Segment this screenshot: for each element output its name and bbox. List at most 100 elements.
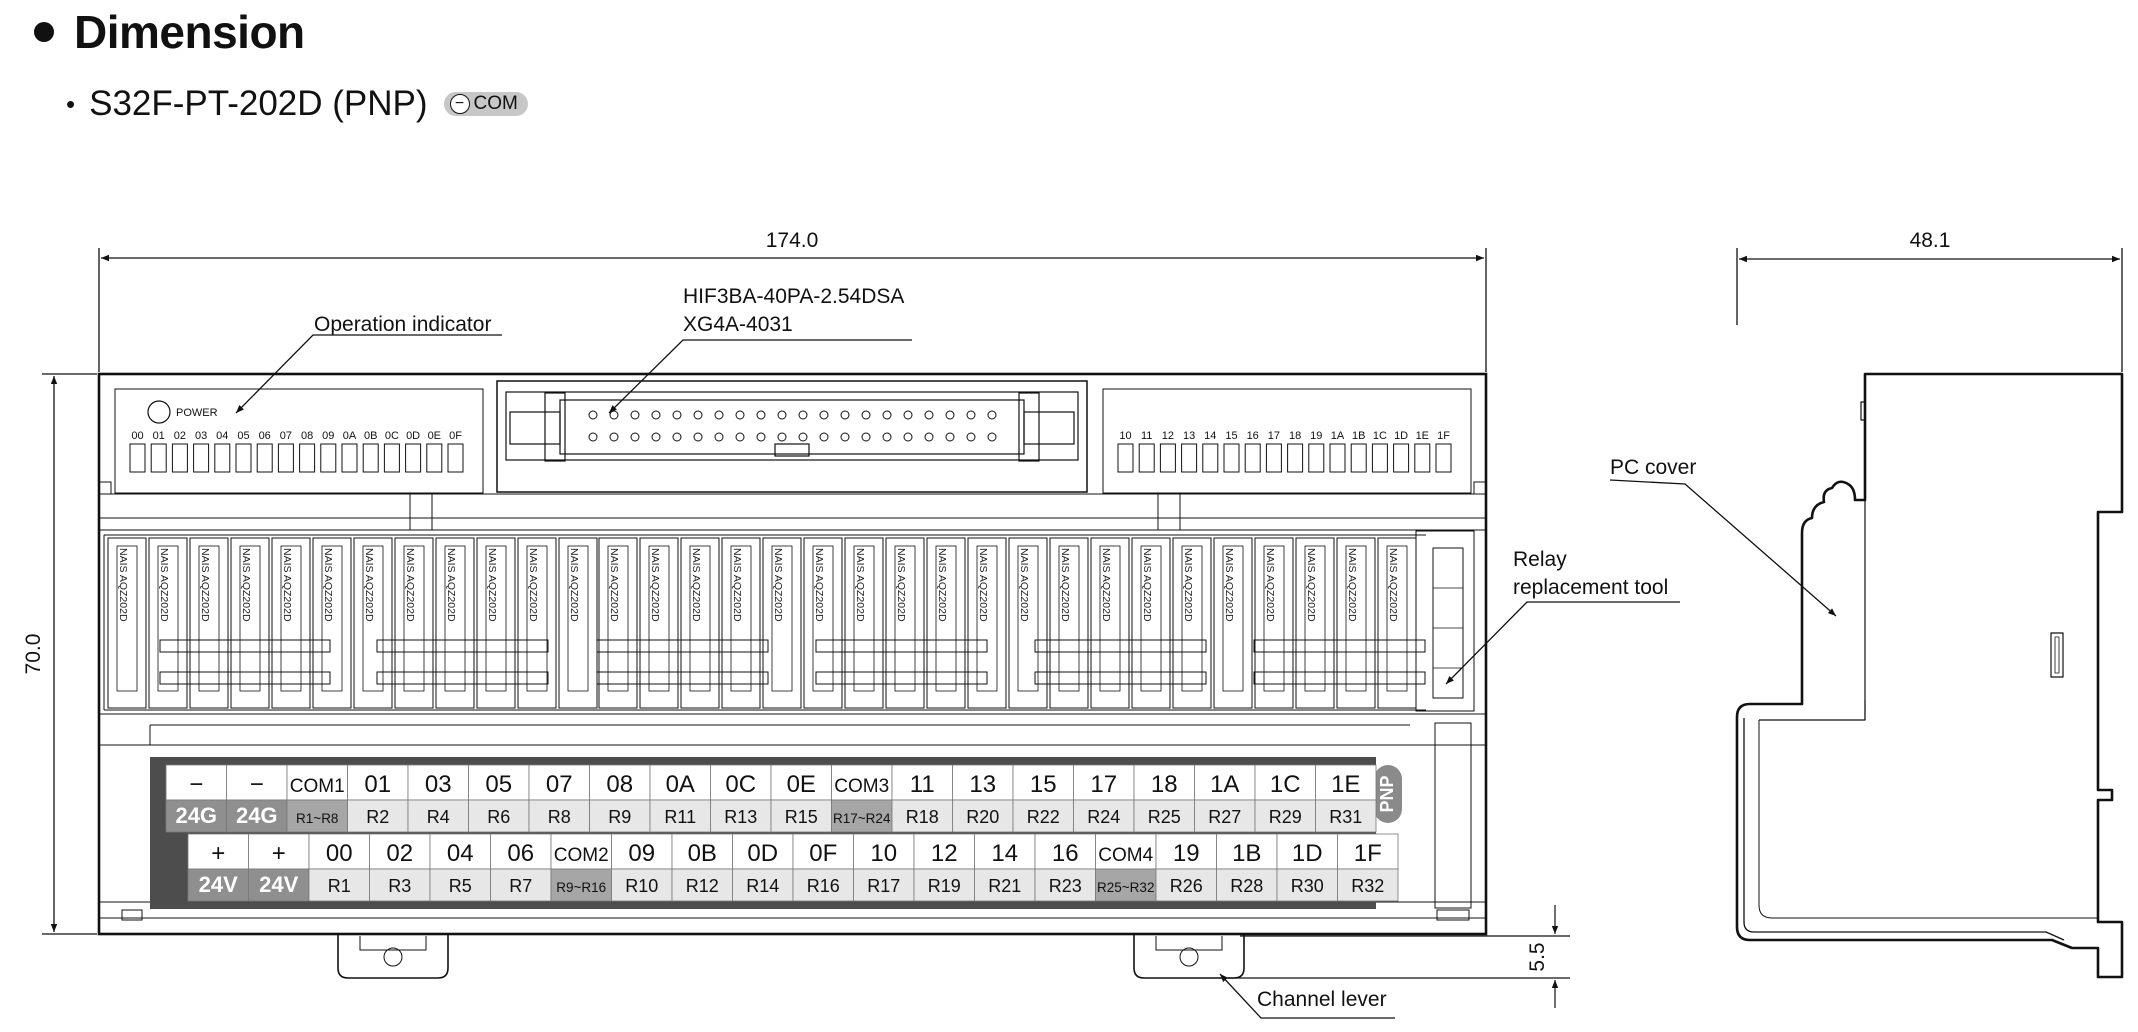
led-indicator	[1138, 443, 1155, 473]
led-label: 19	[1310, 430, 1322, 442]
led-label: 11	[1141, 430, 1152, 442]
relay-label: NAIS AQZ202D	[240, 548, 252, 622]
terminal-number: COM3	[834, 776, 889, 797]
led-indicator	[214, 443, 231, 473]
led-indicator	[1308, 443, 1325, 473]
relay-socket	[394, 537, 434, 709]
connector-pin	[777, 432, 787, 442]
relay-module	[239, 545, 261, 692]
model-name: S32F-PT-202D (PNP)	[89, 84, 428, 123]
height-value: 70.0	[22, 634, 45, 675]
terminal-number: 09	[628, 840, 655, 867]
led-label: 0F	[449, 430, 462, 442]
led-label: 0D	[406, 430, 420, 442]
terminal-relay: R6	[487, 807, 510, 827]
led-indicator	[1223, 443, 1240, 473]
led-label: 01	[153, 430, 165, 442]
connector-label-1: HIF3BA-40PA-2.54DSA	[683, 285, 904, 308]
relay-row: NAIS AQZ202D NAIS AQZ202D NAIS AQZ202D NAIS…	[107, 537, 1426, 709]
terminal-relay: R23	[1049, 876, 1082, 896]
relay-clip	[815, 639, 988, 653]
terminal-relay: R30	[1291, 876, 1324, 896]
terminal-relay: 24V	[259, 872, 298, 897]
connector-pin	[672, 432, 682, 442]
relay-module	[1345, 545, 1367, 692]
relay-socket	[598, 537, 638, 709]
relay-clip	[159, 671, 331, 685]
relay-module	[444, 545, 466, 692]
led-indicator	[277, 443, 294, 473]
terminal-screw	[286, 764, 348, 801]
model-heading: • S32F-PT-202D (PNP) −COM	[66, 80, 528, 128]
relay-label: NAIS AQZ202D	[608, 548, 620, 622]
relay-label: NAIS AQZ202D	[1346, 548, 1358, 622]
terminal-label	[853, 868, 915, 902]
height-dimension	[42, 373, 97, 935]
relay-label: NAIS AQZ202D	[772, 548, 784, 622]
relay-label: NAIS AQZ202D	[1018, 548, 1030, 622]
terminal-number: 1A	[1210, 771, 1239, 798]
relay-module	[771, 545, 793, 692]
operation-indicator-label: Operation indicator	[314, 313, 491, 336]
width-value: 174.0	[766, 229, 819, 252]
terminal-label	[1254, 799, 1316, 833]
terminal-number: 1C	[1270, 771, 1301, 798]
terminal-screw	[974, 833, 1036, 870]
relay-clip	[1034, 639, 1207, 653]
relay-module	[567, 545, 589, 692]
relay-label: NAIS AQZ202D	[281, 548, 293, 622]
led-indicator	[383, 443, 400, 473]
terminal-relay: R27	[1208, 807, 1241, 827]
lever-dimension	[1228, 905, 1570, 1008]
terminal-label	[1216, 868, 1278, 902]
relay-module	[1222, 545, 1244, 692]
relay-module	[526, 545, 548, 692]
terminal-label	[490, 868, 552, 902]
terminal-number: 06	[507, 840, 534, 867]
relay-label: NAIS AQZ202D	[649, 548, 661, 622]
relay-module	[403, 545, 425, 692]
terminal-screw	[913, 833, 975, 870]
relay-label: NAIS AQZ202D	[404, 548, 416, 622]
terminal-label	[248, 868, 310, 902]
relay-module	[976, 545, 998, 692]
relay-socket	[1254, 537, 1294, 709]
relay-label: NAIS AQZ202D	[117, 548, 129, 622]
led-indicator	[1202, 443, 1219, 473]
terminal-label	[1276, 868, 1338, 902]
led-indicator	[299, 443, 316, 473]
relay-module	[935, 545, 957, 692]
relay-clip	[159, 639, 331, 653]
terminal-label	[308, 868, 370, 902]
terminal-number: 19	[1173, 840, 1200, 867]
terminal-relay: R32	[1351, 876, 1384, 896]
relay-clip	[1034, 671, 1207, 685]
connector-pin	[651, 410, 661, 420]
terminal-label	[165, 799, 227, 833]
terminal-relay: R14	[746, 876, 779, 896]
relay-socket	[148, 537, 188, 709]
terminal-label	[1315, 799, 1377, 833]
lever-value: 5.5	[1526, 942, 1549, 971]
relay-label: NAIS AQZ202D	[1264, 548, 1276, 622]
terminal-relay: R11	[664, 807, 696, 827]
terminal-screw	[1194, 764, 1256, 801]
led-label: 1A	[1331, 430, 1345, 442]
led-label: 05	[237, 430, 249, 442]
relay-socket	[1049, 537, 1089, 709]
relay-module	[1263, 545, 1285, 692]
relay-clip	[376, 639, 549, 653]
terminal-label	[1194, 799, 1256, 833]
connector-pin	[777, 410, 787, 420]
depth-value: 48.1	[1910, 229, 1951, 252]
connector-pin	[735, 432, 745, 442]
terminal-screw	[226, 764, 288, 801]
relay-clip	[1253, 639, 1426, 653]
terminal-relay: R9	[608, 807, 631, 827]
terminal-relay: R5	[449, 876, 472, 896]
relay-socket	[1131, 537, 1171, 709]
led-label: 1F	[1437, 430, 1450, 442]
connector-pin	[714, 410, 724, 420]
relay-socket	[844, 537, 884, 709]
relay-socket	[230, 537, 270, 709]
